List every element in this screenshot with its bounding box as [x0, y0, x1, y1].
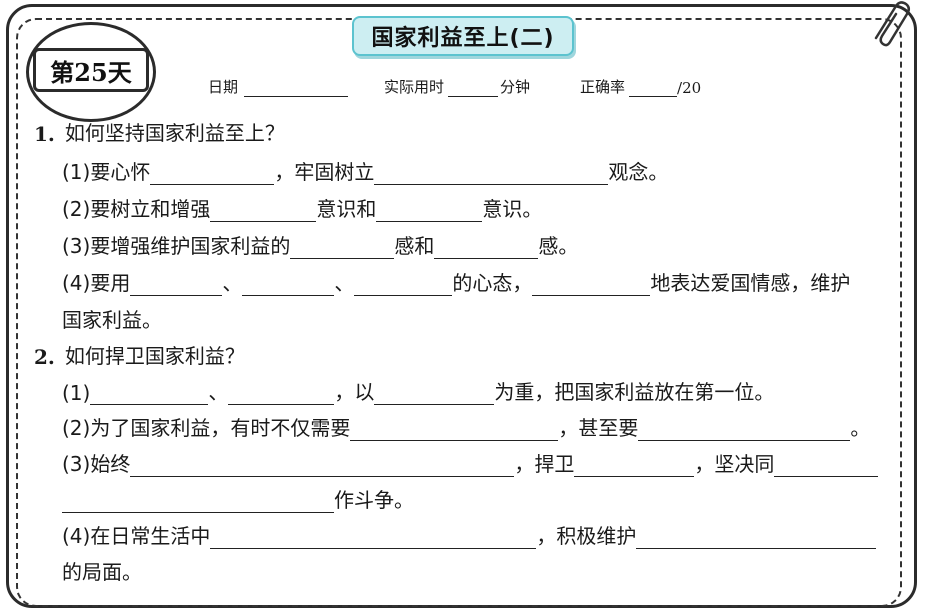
- accuracy-total: /20: [677, 79, 702, 97]
- question-1: 1. 如何坚持国家利益至上？: [34, 118, 285, 146]
- answer-blank[interactable]: [62, 490, 334, 513]
- answer-blank[interactable]: [354, 273, 453, 296]
- item-text: (3)始终: [62, 452, 131, 476]
- answer-blank[interactable]: [228, 382, 335, 405]
- item-text: (2)要树立和增强: [62, 197, 211, 221]
- accuracy-blank[interactable]: [629, 80, 678, 97]
- item-text: 、: [208, 380, 229, 404]
- answer-blank[interactable]: [290, 236, 395, 259]
- date-label: 日期: [208, 78, 239, 96]
- answer-blank[interactable]: [210, 199, 317, 222]
- date-field: 日期: [208, 76, 349, 97]
- item-text: (2)为了国家利益，有时不仅需要: [62, 416, 351, 440]
- item-text: ，以: [334, 380, 375, 404]
- answer-blank[interactable]: [210, 526, 537, 549]
- answer-blank[interactable]: [374, 162, 609, 185]
- q1-item-3: (3)要增强维护国家利益的 感和 感。: [62, 231, 578, 259]
- question-number: 1.: [34, 122, 55, 146]
- answer-blank[interactable]: [638, 418, 851, 441]
- answer-blank[interactable]: [374, 382, 495, 405]
- answer-blank[interactable]: [130, 454, 515, 477]
- answer-blank[interactable]: [350, 418, 559, 441]
- item-text: 作斗争。: [334, 488, 414, 512]
- q2-item-3-cont: 作斗争。: [62, 485, 414, 513]
- q1-item-2: (2)要树立和增强 意识和 意识。: [62, 194, 542, 222]
- item-text: 。: [850, 416, 871, 440]
- q1-item-4: (4)要用 、 、 的心态， 地表达爱国情感，维护: [62, 268, 850, 296]
- item-text: 、: [334, 271, 355, 295]
- item-text: (1)要心怀: [62, 160, 151, 184]
- date-blank[interactable]: [244, 80, 349, 97]
- answer-blank[interactable]: [774, 454, 879, 477]
- answer-blank[interactable]: [434, 236, 539, 259]
- answer-blank[interactable]: [242, 273, 335, 296]
- item-text: 意识和: [316, 197, 377, 221]
- worksheet-title: 国家利益至上(二): [352, 16, 574, 56]
- question-2: 2. 如何捍卫国家利益？: [34, 341, 245, 369]
- item-text: 国家利益。: [62, 308, 162, 332]
- accuracy-field: 正确率 /20: [580, 76, 701, 97]
- time-blank[interactable]: [448, 80, 499, 97]
- question-text: 如何坚持国家利益至上？: [64, 121, 285, 145]
- answer-blank[interactable]: [130, 273, 223, 296]
- question-number: 2.: [34, 345, 55, 369]
- q2-item-2: (2)为了国家利益，有时不仅需要 ，甚至要 。: [62, 413, 870, 441]
- item-text: 观念。: [608, 160, 669, 184]
- item-text: (3)要增强维护国家利益的: [62, 234, 291, 258]
- item-text: ，积极维护: [536, 524, 637, 548]
- item-text: 的局面。: [62, 560, 142, 584]
- item-text: 地表达爱国情感，维护: [650, 271, 851, 295]
- q2-item-3: (3)始终 ，捍卫 ，坚决同: [62, 449, 879, 477]
- q2-item-4-cont: 的局面。: [62, 557, 142, 585]
- item-text: 为重，把国家利益放在第一位。: [494, 380, 775, 404]
- item-text: ，坚决同: [694, 452, 775, 476]
- answer-blank[interactable]: [90, 382, 209, 405]
- item-text: ，甚至要: [558, 416, 639, 440]
- item-text: 感。: [538, 234, 579, 258]
- answer-blank[interactable]: [636, 526, 877, 549]
- time-field: 实际用时 分钟: [384, 76, 530, 97]
- item-text: ，捍卫: [514, 452, 575, 476]
- item-text: (4)在日常生活中: [62, 524, 211, 548]
- time-label: 实际用时: [384, 78, 445, 96]
- item-text: 感和: [394, 234, 435, 258]
- answer-blank[interactable]: [532, 273, 651, 296]
- day-badge: 第25天: [33, 48, 149, 92]
- item-text: 意识。: [482, 197, 543, 221]
- accuracy-label: 正确率: [580, 78, 626, 96]
- q2-item-1: (1) 、 ，以 为重，把国家利益放在第一位。: [62, 377, 774, 405]
- item-text: (4)要用: [62, 271, 131, 295]
- item-text: 的心态，: [452, 271, 533, 295]
- answer-blank[interactable]: [150, 162, 275, 185]
- q1-item-4-cont: 国家利益。: [62, 305, 162, 333]
- item-text: 、: [222, 271, 243, 295]
- q2-item-4: (4)在日常生活中 ，积极维护: [62, 521, 877, 549]
- answer-blank[interactable]: [574, 454, 695, 477]
- worksheet-frame: [6, 4, 917, 608]
- q1-item-1: (1)要心怀 ，牢固树立 观念。: [62, 157, 668, 185]
- item-text: (1): [62, 381, 91, 405]
- paperclip-icon: [874, 1, 910, 47]
- answer-blank[interactable]: [376, 199, 483, 222]
- time-unit: 分钟: [500, 78, 531, 96]
- question-text: 如何捍卫国家利益？: [64, 344, 245, 368]
- item-text: ，牢固树立: [274, 160, 375, 184]
